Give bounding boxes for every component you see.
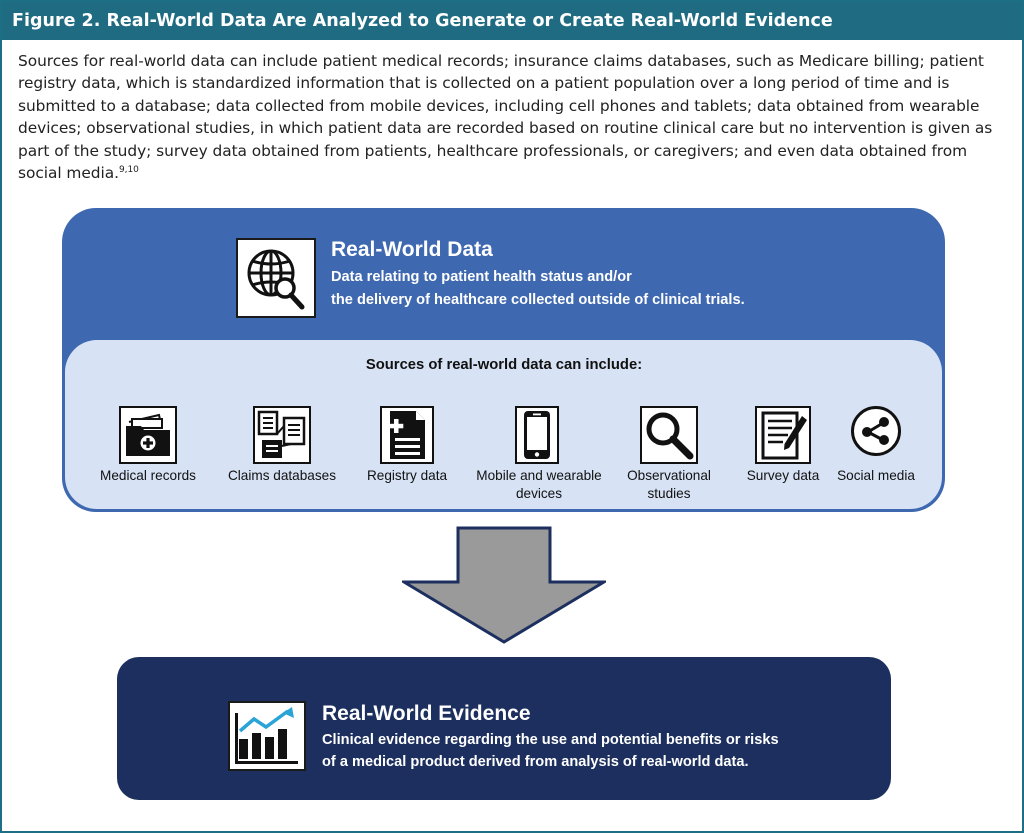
real-world-evidence-description: Clinical evidence regarding the use and … xyxy=(322,729,779,773)
observational-studies-label-line1: Observational xyxy=(627,468,711,483)
real-world-evidence-desc-line2: of a medical product derived from analys… xyxy=(322,754,749,770)
intro-paragraph: Sources for real-world data can include … xyxy=(18,50,1008,184)
real-world-evidence-title: Real-World Evidence xyxy=(322,702,531,725)
real-world-data-title: Real-World Data xyxy=(331,238,493,261)
down-arrow xyxy=(398,526,610,648)
claims-databases-icon xyxy=(253,406,311,464)
share-icon xyxy=(851,406,901,464)
intro-references: 9,10 xyxy=(118,165,139,176)
globe-search-icon xyxy=(236,238,316,318)
mobile-device-icon xyxy=(515,406,559,464)
real-world-evidence-desc-line1: Clinical evidence regarding the use and … xyxy=(322,732,779,748)
figure-title: Figure 2. Real-World Data Are Analyzed t… xyxy=(2,2,1022,40)
real-world-data-desc-line2: the delivery of healthcare collected out… xyxy=(331,292,745,308)
mobile-wearable-label-line2: devices xyxy=(515,486,563,501)
registry-data-icon xyxy=(380,406,434,464)
mobile-wearable-label-line1: Mobile and wearable xyxy=(476,468,602,483)
real-world-data-desc-line1: Data relating to patient health status a… xyxy=(331,269,632,285)
magnifier-icon xyxy=(640,406,698,464)
medical-records-icon xyxy=(119,406,177,464)
intro-text: Sources for real-world data can include … xyxy=(18,52,993,183)
real-world-data-description: Data relating to patient health status a… xyxy=(331,266,745,312)
survey-data-label: Survey data xyxy=(746,468,820,483)
observational-studies-label: Observational studies xyxy=(594,467,744,503)
sources-heading: Sources of real-world data can include: xyxy=(365,357,643,373)
survey-icon xyxy=(755,406,811,464)
mobile-wearable-label: Mobile and wearable devices xyxy=(464,467,614,503)
bar-chart-trend-icon xyxy=(228,701,306,771)
medical-records-label: Medical records xyxy=(100,468,196,483)
claims-databases-label: Claims databases xyxy=(227,468,337,483)
social-media-label: Social media xyxy=(837,468,915,483)
observational-studies-label-line2: studies xyxy=(647,486,691,501)
registry-data-label: Registry data xyxy=(366,468,448,483)
